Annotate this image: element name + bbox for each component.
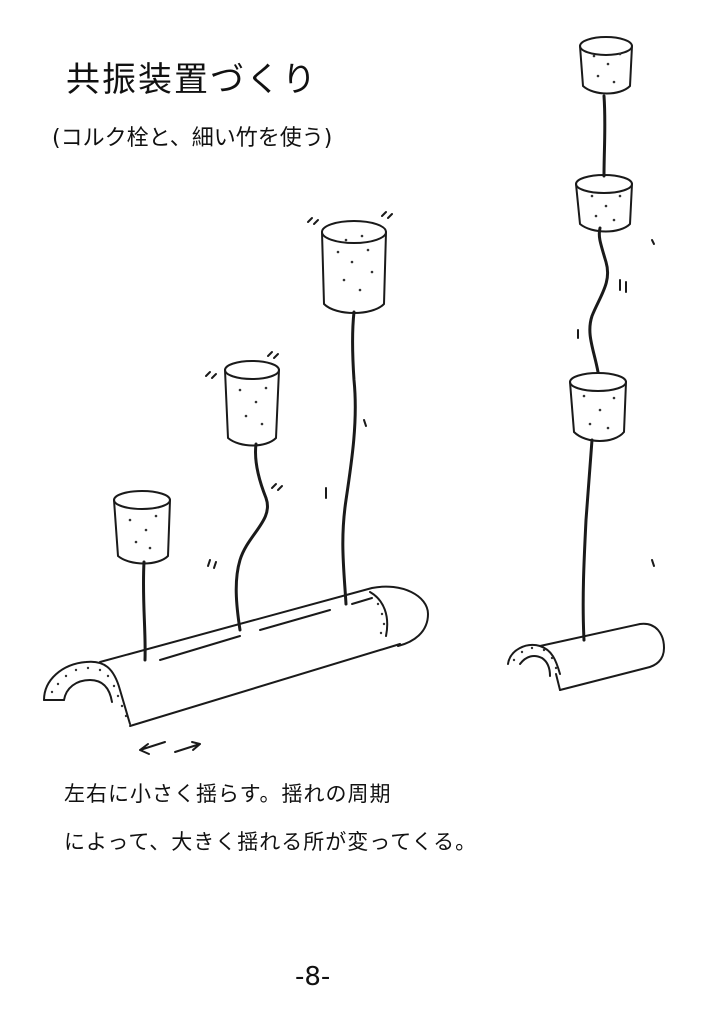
cork-medium bbox=[224, 360, 280, 447]
vibration-marks-left bbox=[205, 211, 393, 569]
bamboo-base-right bbox=[507, 622, 665, 691]
page-number: -8- bbox=[295, 962, 331, 992]
bamboo-base-left bbox=[43, 585, 429, 727]
cork-texture bbox=[128, 234, 374, 550]
page-subtitle: (コルク栓と、細い竹を使う) bbox=[52, 126, 333, 151]
rod-tall bbox=[341, 310, 357, 606]
vibration-marks-right bbox=[577, 239, 655, 567]
cork-right-top bbox=[579, 36, 633, 95]
rod-right bbox=[581, 94, 609, 642]
rod-medium bbox=[234, 442, 269, 632]
cork-right-middle bbox=[575, 174, 633, 233]
cork-tall bbox=[321, 220, 387, 314]
caption-line-1: 左右に小さく揺らす。揺れの周期 bbox=[64, 782, 392, 806]
cork-right-bottom bbox=[569, 372, 627, 442]
sway-arrows bbox=[139, 741, 201, 755]
bamboo-texture-left bbox=[50, 602, 386, 718]
rod-short bbox=[141, 560, 147, 662]
page-title: 共振装置づくり bbox=[66, 60, 318, 100]
caption-line-2: によって、大きく揺れる所が変ってくる。 bbox=[64, 830, 478, 854]
cork-texture-right bbox=[582, 52, 622, 430]
bamboo-texture-right bbox=[512, 646, 558, 670]
cork-short bbox=[113, 490, 171, 565]
